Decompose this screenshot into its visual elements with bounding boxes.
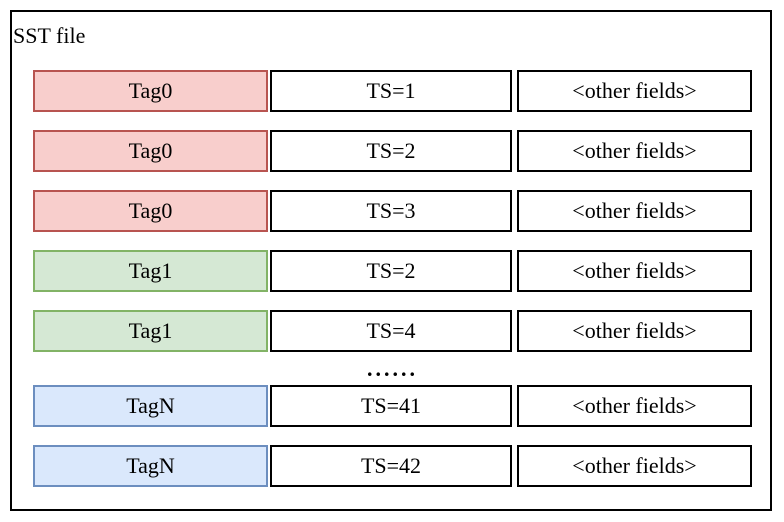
other-fields-cell: <other fields> [517,250,752,292]
timestamp-cell: TS=2 [270,130,512,172]
timestamp-cell: TS=2 [270,250,512,292]
tag-cell: Tag0 [33,70,268,112]
record-row: Tag1 TS=2 <other fields> [33,250,752,292]
record-row: Tag0 TS=3 <other fields> [33,190,752,232]
record-row: Tag1 TS=4 <other fields> [33,310,752,352]
ellipsis-text: ...... [367,355,418,381]
tag-cell: Tag1 [33,310,268,352]
record-row: TagN TS=41 <other fields> [33,385,752,427]
timestamp-cell: TS=41 [270,385,512,427]
timestamp-cell: TS=1 [270,70,512,112]
other-fields-cell: <other fields> [517,385,752,427]
timestamp-cell: TS=4 [270,310,512,352]
other-fields-cell: <other fields> [517,310,752,352]
other-fields-cell: <other fields> [517,130,752,172]
record-row: Tag0 TS=2 <other fields> [33,130,752,172]
tag-cell: Tag1 [33,250,268,292]
other-fields-cell: <other fields> [517,190,752,232]
other-fields-cell: <other fields> [517,445,752,487]
other-fields-cell: <other fields> [517,70,752,112]
timestamp-cell: TS=3 [270,190,512,232]
timestamp-cell: TS=42 [270,445,512,487]
tag-cell: TagN [33,385,268,427]
tag-cell: Tag0 [33,130,268,172]
ellipsis-row: ...... [33,352,752,385]
tag-cell: Tag0 [33,190,268,232]
record-list: Tag0 TS=1 <other fields> Tag0 TS=2 <othe… [33,70,752,505]
tag-cell: TagN [33,445,268,487]
record-row: TagN TS=42 <other fields> [33,445,752,487]
sst-file-title: SST file [13,23,86,48]
sst-file-box: SST file Tag0 TS=1 <other fields> Tag0 T… [10,10,772,511]
record-row: Tag0 TS=1 <other fields> [33,70,752,112]
